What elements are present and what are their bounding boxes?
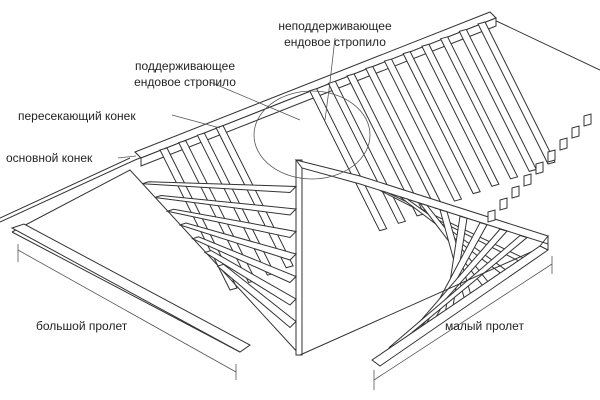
main-rafter [439,36,519,180]
left-jack-rafter [191,236,297,284]
label-intersecting-ridge: пересекающий конек [18,109,136,123]
main-rafter [477,21,556,165]
main-rafter [383,58,463,202]
rafter-tail [547,149,556,163]
left-jack-rafter [203,249,297,306]
label-large-span: большой пролет [36,319,128,333]
rafter-tail [571,125,580,139]
left-jack-rafter [216,263,297,329]
rafter-tail [511,185,520,199]
main-rafter [308,88,388,232]
left-jack-rafter [142,181,298,194]
rafter-tail [559,137,568,151]
rafter-tail [487,209,496,223]
label-non-supporting-valley-2: ендовое стропило [284,35,386,49]
left-jack-rafters [142,181,298,329]
small-span-structure [299,234,549,367]
large-span-structure [10,169,301,356]
main-rafter [402,51,481,195]
rafter-tails [487,113,592,223]
left-jack-rafter [165,208,298,239]
main-rafter [421,43,500,187]
label-main-ridge: основной конек [6,151,93,165]
large-span-dimension [17,244,237,380]
label-small-span: малый пролет [445,319,524,333]
supporting-valley-rafter [295,159,303,356]
left-jack-rafter [178,222,297,261]
rafter-tail [523,173,532,187]
rafter-tail [499,197,508,211]
label-supporting-valley-1: поддерживающее [135,59,235,73]
rafter-tail [583,113,592,127]
small-span-dimension [373,256,553,390]
label-non-supporting-valley-1: неподдерживающее [278,19,392,33]
label-supporting-valley-2: ендовое стропило [134,75,236,89]
leader-lines [117,37,371,180]
right-jack-rafters [379,189,530,349]
left-jack-rafter [154,194,298,216]
rafter-tail [535,161,544,175]
